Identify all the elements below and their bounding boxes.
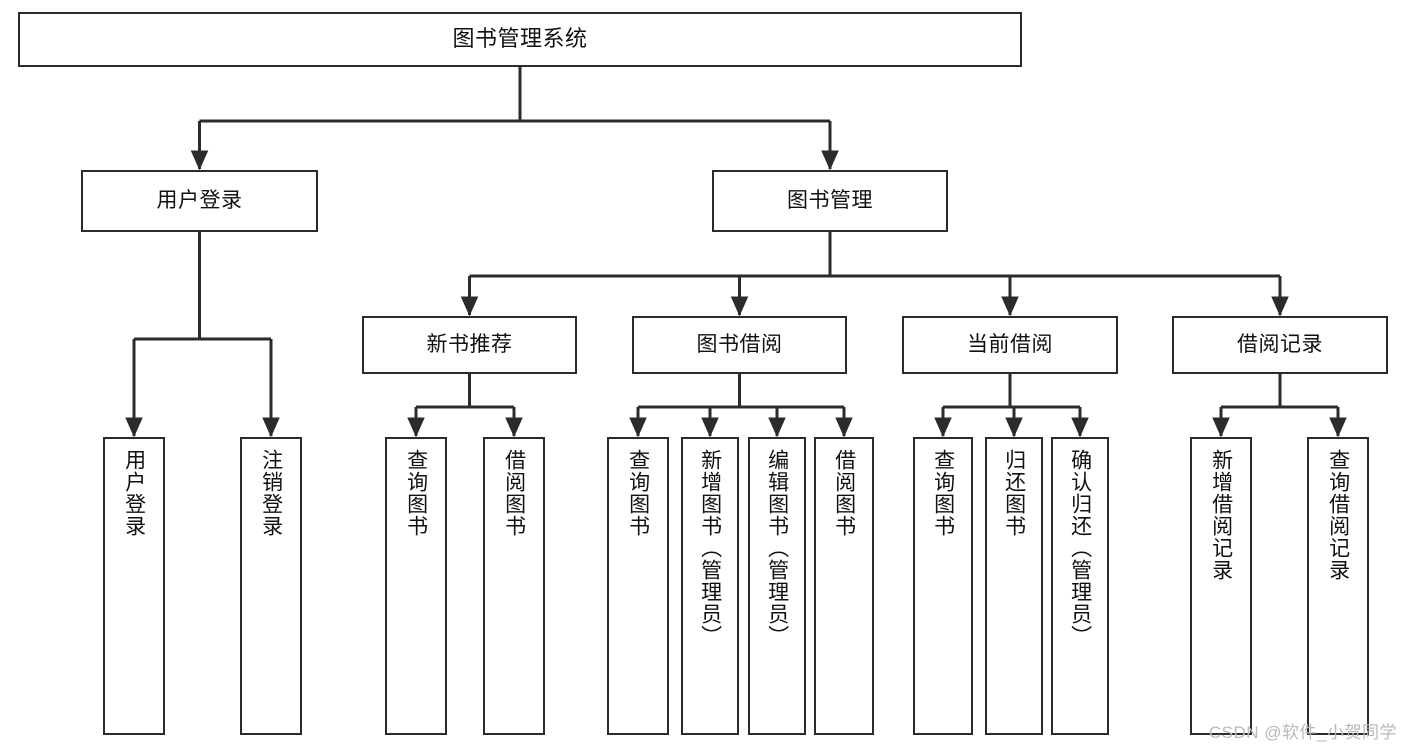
- node-leaf-query-3[interactable]: 查询图书: [913, 437, 973, 735]
- node-label-leaf-borrow-1: 借阅图书: [502, 449, 526, 537]
- node-leaf-edit-book[interactable]: 编辑图书（管理员）: [748, 437, 806, 735]
- node-borrow-record[interactable]: 借阅记录: [1172, 316, 1388, 374]
- node-label-leaf-confirm: 确认归还（管理员）: [1068, 449, 1092, 647]
- node-new-book-rec[interactable]: 新书推荐: [362, 316, 577, 374]
- node-leaf-query-1[interactable]: 查询图书: [385, 437, 447, 735]
- node-label-leaf-borrow-2: 借阅图书: [832, 449, 856, 537]
- arrowhead-current-borrow-2: [1071, 417, 1089, 438]
- node-label-book-borrow: 图书借阅: [696, 333, 783, 357]
- arrowhead-book-manage-0: [460, 296, 479, 317]
- node-label-current-borrow: 当前借阅: [967, 333, 1053, 357]
- node-leaf-add-rec[interactable]: 新增借阅记录: [1190, 437, 1252, 735]
- node-leaf-query-rec[interactable]: 查询借阅记录: [1307, 437, 1369, 735]
- arrowhead-book-borrow-2: [768, 417, 786, 438]
- node-label-leaf-return: 归还图书: [1002, 449, 1026, 537]
- node-leaf-logout[interactable]: 注销登录: [240, 437, 302, 735]
- node-label-new-book-rec: 新书推荐: [426, 333, 513, 357]
- arrowhead-root-1: [821, 150, 839, 171]
- arrowhead-user-login-1: [262, 417, 280, 438]
- arrowhead-book-borrow-0: [629, 417, 647, 438]
- node-leaf-add-book[interactable]: 新增图书（管理员）: [681, 437, 739, 735]
- node-leaf-confirm[interactable]: 确认归还（管理员）: [1051, 437, 1109, 735]
- node-label-leaf-logout: 注销登录: [259, 449, 283, 537]
- arrowhead-current-borrow-0: [934, 417, 952, 438]
- node-label-leaf-query-2: 查询图书: [626, 449, 650, 537]
- arrowhead-book-borrow-1: [701, 417, 719, 438]
- node-user-login[interactable]: 用户登录: [81, 170, 318, 232]
- node-leaf-query-2[interactable]: 查询图书: [607, 437, 669, 735]
- node-root[interactable]: 图书管理系统: [18, 12, 1022, 67]
- node-label-leaf-add-rec: 新增借阅记录: [1209, 449, 1233, 581]
- node-label-leaf-query-rec: 查询借阅记录: [1326, 449, 1350, 581]
- arrowhead-user-login-0: [125, 417, 143, 438]
- node-label-leaf-user-login: 用户登录: [122, 449, 146, 537]
- node-book-manage[interactable]: 图书管理: [712, 170, 948, 232]
- node-leaf-return[interactable]: 归还图书: [985, 437, 1043, 735]
- arrowhead-book-manage-3: [1271, 296, 1289, 317]
- node-label-root: 图书管理系统: [452, 26, 588, 52]
- watermark-text: CSDN @软件_小贺同学: [1208, 723, 1397, 742]
- node-leaf-borrow-2[interactable]: 借阅图书: [814, 437, 874, 735]
- node-current-borrow[interactable]: 当前借阅: [902, 316, 1118, 374]
- node-leaf-borrow-1[interactable]: 借阅图书: [483, 437, 545, 735]
- node-label-leaf-query-3: 查询图书: [931, 449, 955, 537]
- node-leaf-user-login[interactable]: 用户登录: [103, 437, 165, 735]
- arrowhead-book-borrow-3: [835, 417, 853, 438]
- node-label-user-login: 用户登录: [156, 189, 243, 213]
- arrowhead-root-0: [190, 150, 209, 171]
- arrowhead-current-borrow-1: [1005, 417, 1023, 438]
- arrowhead-book-manage-1: [730, 296, 749, 317]
- arrowhead-book-manage-2: [1001, 296, 1019, 317]
- node-label-book-manage: 图书管理: [787, 189, 873, 213]
- arrowhead-borrow-record-0: [1212, 417, 1230, 438]
- arrowhead-borrow-record-1: [1329, 417, 1347, 438]
- node-book-borrow[interactable]: 图书借阅: [632, 316, 847, 374]
- node-label-leaf-edit-book: 编辑图书（管理员）: [765, 449, 789, 647]
- arrowhead-new-book-rec-0: [407, 417, 425, 438]
- node-label-leaf-add-book: 新增图书（管理员）: [698, 449, 722, 647]
- node-label-borrow-record: 借阅记录: [1237, 333, 1323, 357]
- arrowhead-new-book-rec-1: [505, 417, 523, 438]
- node-label-leaf-query-1: 查询图书: [404, 449, 428, 537]
